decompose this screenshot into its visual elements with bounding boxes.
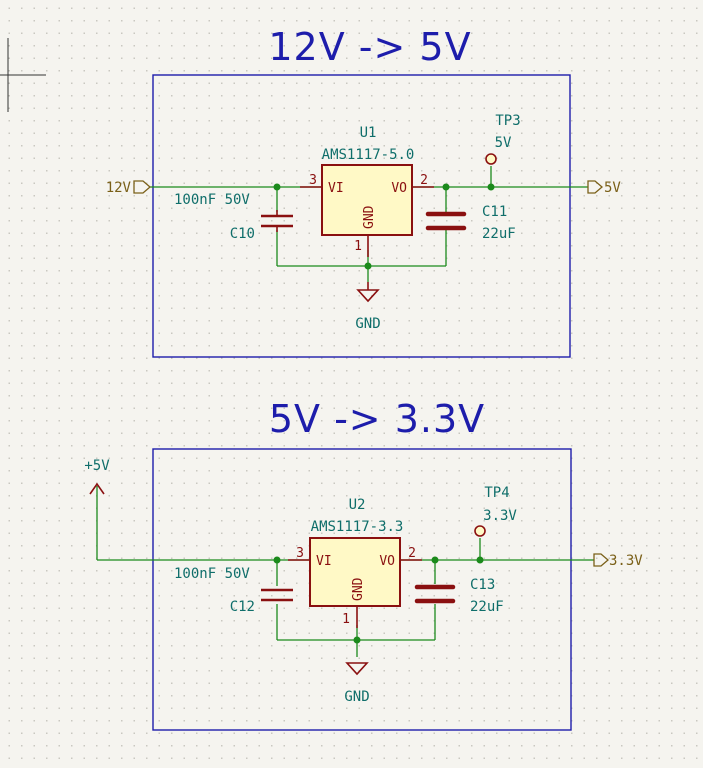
output-capacitor-c13[interactable]: C13 22uF	[414, 577, 504, 615]
testpoint-tp4[interactable]: TP4 3.3V	[474, 485, 517, 537]
output-capacitor-c11[interactable]: C11 22uF	[425, 204, 516, 242]
power-arrow-icon	[89, 482, 105, 495]
capacitor-ref: C12	[230, 599, 255, 615]
pin-vi-name: VI	[328, 181, 344, 196]
pin-vi-number: 3	[296, 546, 304, 561]
input-capacitor-c10[interactable]: 100nF 50V C10	[174, 192, 293, 242]
regulator-u2[interactable]: U2 AMS1117-3.3 3 VI 2 VO 1 GND	[288, 497, 422, 628]
input-net-label[interactable]: 12V	[106, 180, 151, 196]
section-frame	[152, 448, 572, 731]
pin-vo-name: VO	[379, 554, 395, 569]
output-flag-icon	[587, 180, 603, 194]
testpoint-value: 3.3V	[483, 508, 517, 524]
input-net-text: +5V	[84, 458, 110, 474]
junction-dot	[476, 556, 484, 564]
ground-icon	[345, 662, 369, 676]
testpoint-icon	[485, 153, 497, 165]
junction-dot	[442, 183, 450, 191]
output-net-text: 3.3V	[609, 553, 643, 569]
regulator-ref: U1	[360, 125, 377, 141]
pin-gnd-name: GND	[351, 577, 366, 601]
output-net-label[interactable]: 5V	[587, 180, 621, 196]
cursor-crosshair-icon	[0, 38, 46, 112]
ground-symbol[interactable]: GND	[344, 662, 370, 705]
pin-vi-number: 3	[309, 173, 317, 188]
junction-dot	[353, 636, 361, 644]
pin-vo-number: 2	[420, 173, 428, 188]
ground-label: GND	[344, 689, 369, 705]
capacitor-ref: C11	[482, 204, 507, 220]
pin-vo-number: 2	[408, 546, 416, 561]
regulator-value: AMS1117-5.0	[322, 147, 415, 163]
testpoint-icon	[474, 525, 486, 537]
input-net-text: 12V	[106, 180, 132, 196]
ground-symbol[interactable]: GND	[355, 282, 381, 332]
testpoint-ref: TP3	[495, 113, 520, 129]
capacitor-value: 100nF 50V	[174, 192, 250, 208]
capacitor-ref: C10	[230, 226, 255, 242]
regulator-body	[309, 537, 401, 607]
capacitor-value: 22uF	[482, 226, 516, 242]
capacitor-value: 22uF	[470, 599, 504, 615]
junction-dot	[364, 262, 372, 270]
testpoint-tp3[interactable]: TP3 5V	[485, 113, 521, 165]
pin-vo-name: VO	[391, 181, 407, 196]
section-title: 5V -> 3.3V	[269, 397, 485, 441]
section-title: 12V -> 5V	[268, 25, 471, 69]
ground-icon	[356, 289, 380, 303]
pin-gnd-number: 1	[354, 239, 362, 254]
output-net-label[interactable]: 3.3V	[593, 553, 643, 569]
input-power-symbol[interactable]: +5V	[84, 458, 110, 495]
ground-label: GND	[355, 316, 380, 332]
section-12v-to-5v: 12V -> 5V 12V 5V	[106, 25, 621, 358]
output-net-text: 5V	[604, 180, 621, 196]
regulator-ref: U2	[349, 497, 366, 513]
junction-dot	[273, 556, 281, 564]
regulator-body	[321, 164, 413, 236]
capacitor-value: 100nF 50V	[174, 566, 250, 582]
input-capacitor-c12[interactable]: 100nF 50V C12	[174, 566, 293, 615]
junction-dot	[273, 183, 281, 191]
input-flag-icon	[133, 180, 151, 194]
regulator-value: AMS1117-3.3	[311, 519, 404, 535]
pin-gnd-name: GND	[362, 205, 377, 229]
section-5v-to-3v3: 5V -> 3.3V +5V 3.3V	[84, 397, 643, 731]
pin-vi-name: VI	[316, 554, 332, 569]
output-flag-icon	[593, 553, 609, 567]
testpoint-ref: TP4	[484, 485, 509, 501]
section-frame	[152, 74, 571, 358]
capacitor-ref: C13	[470, 577, 495, 593]
regulator-u1[interactable]: U1 AMS1117-5.0 3 VI 2 VO 1 GND	[300, 125, 434, 257]
pin-gnd-number: 1	[342, 612, 350, 627]
testpoint-value: 5V	[495, 135, 512, 151]
junction-dot	[487, 183, 495, 191]
junction-dot	[431, 556, 439, 564]
